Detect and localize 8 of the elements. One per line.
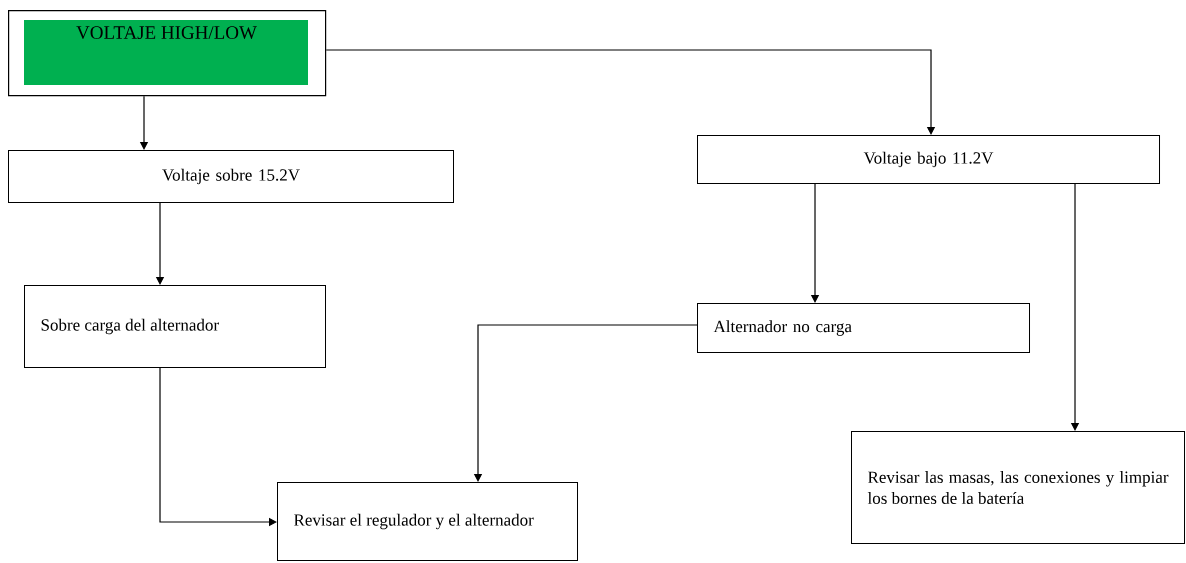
process-box: Revisar el regulador y el alternador [277,482,578,561]
process-box: Revisar las masas, las conexiones y limpiar los bornes de la batería [851,431,1185,544]
process-box: Voltaje sobre 15.2V [8,150,454,203]
process-box: Voltaje bajo 11.2V [697,135,1160,184]
process-box: Alternador no carga [697,303,1030,353]
arrow [325,49,936,135]
process-box: Sobre carga del alternador [24,285,326,368]
title-box: VOLTAJE HIGH/LOW [8,10,327,97]
